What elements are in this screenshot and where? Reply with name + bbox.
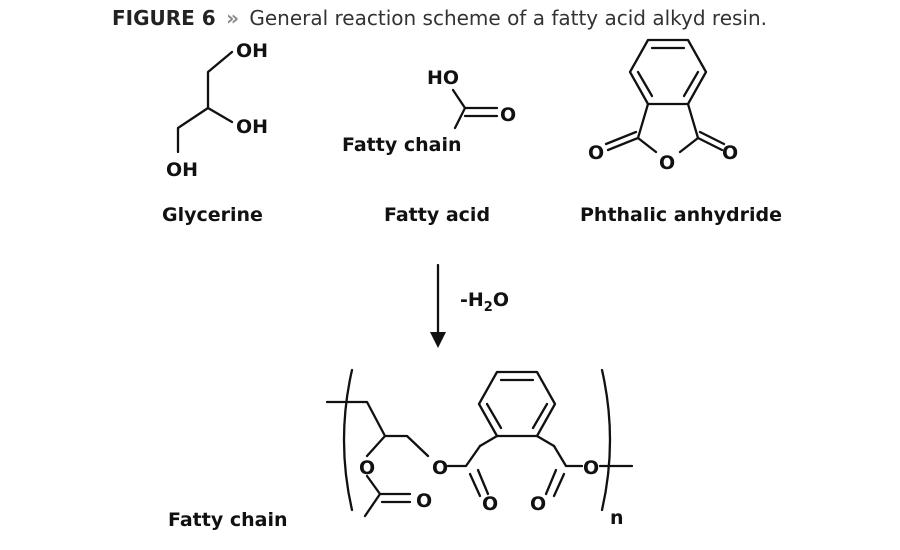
phthalic-o-ring: O xyxy=(659,152,675,174)
caption-separator: » xyxy=(226,6,239,30)
product-benzene-ring xyxy=(477,370,557,438)
product-o-ester-right: O xyxy=(583,457,599,479)
fatty-acid-chain: Fatty chain xyxy=(342,134,462,156)
phthalic-o-left: O xyxy=(588,142,604,164)
phthalic-carbonyl-bonds xyxy=(604,130,726,152)
reaction-condition: -H2O xyxy=(460,289,509,315)
glycerine-name: Glycerine xyxy=(162,204,263,226)
glycerine-bonds xyxy=(176,50,234,154)
product-o-carbonyl-1: O xyxy=(482,493,498,515)
product-repeat-n: n xyxy=(610,507,624,529)
phthalic-five-ring xyxy=(636,102,700,154)
bracket-right xyxy=(600,368,612,512)
product-o-carbonyl-chain: O xyxy=(416,490,432,512)
fatty-acid-ho: HO xyxy=(427,67,459,89)
glycerine-oh-top: OH xyxy=(236,40,268,62)
product-ring-attach xyxy=(478,434,556,448)
bracket-left xyxy=(342,368,354,512)
glycerine-structure: OH OH OH Glycerine xyxy=(162,40,268,226)
product-structure: O O O O O O Fatty chain n xyxy=(168,368,634,531)
product-o-left: O xyxy=(359,457,375,479)
phthalic-anhydride-structure: O O O Phthalic anhydride xyxy=(580,38,782,226)
caption-text: General reaction scheme of a fatty acid … xyxy=(249,6,768,30)
fatty-acid-structure: HO O Fatty chain Fatty acid xyxy=(342,67,516,226)
product-o-ester-left: O xyxy=(432,457,448,479)
phthalic-o-right: O xyxy=(722,142,738,164)
glycerine-oh-middle: OH xyxy=(236,116,268,138)
phthalic-benzene-inner xyxy=(636,46,700,98)
product-ester-left xyxy=(446,444,490,498)
phthalic-benzene-ring xyxy=(628,38,708,106)
reaction-arrow: -H2O xyxy=(430,263,509,348)
product-backbone-left xyxy=(325,400,430,458)
product-chain: Fatty chain xyxy=(168,509,288,531)
fatty-acid-bonds xyxy=(451,88,499,130)
fatty-acid-carbonyl-o: O xyxy=(500,104,516,126)
product-benzene-inner xyxy=(485,378,549,430)
phthalic-anhydride-name: Phthalic anhydride xyxy=(580,204,782,226)
arrow-head xyxy=(430,332,446,348)
fatty-acid-name: Fatty acid xyxy=(384,204,490,226)
product-side-ester xyxy=(363,474,412,518)
product-o-carbonyl-2: O xyxy=(530,493,546,515)
figure-caption: FIGURE 6 » General reaction scheme of a … xyxy=(112,6,767,30)
product-ester-right xyxy=(544,444,634,498)
figure-label: FIGURE 6 xyxy=(112,6,216,30)
glycerine-oh-bottom: OH xyxy=(166,159,198,181)
